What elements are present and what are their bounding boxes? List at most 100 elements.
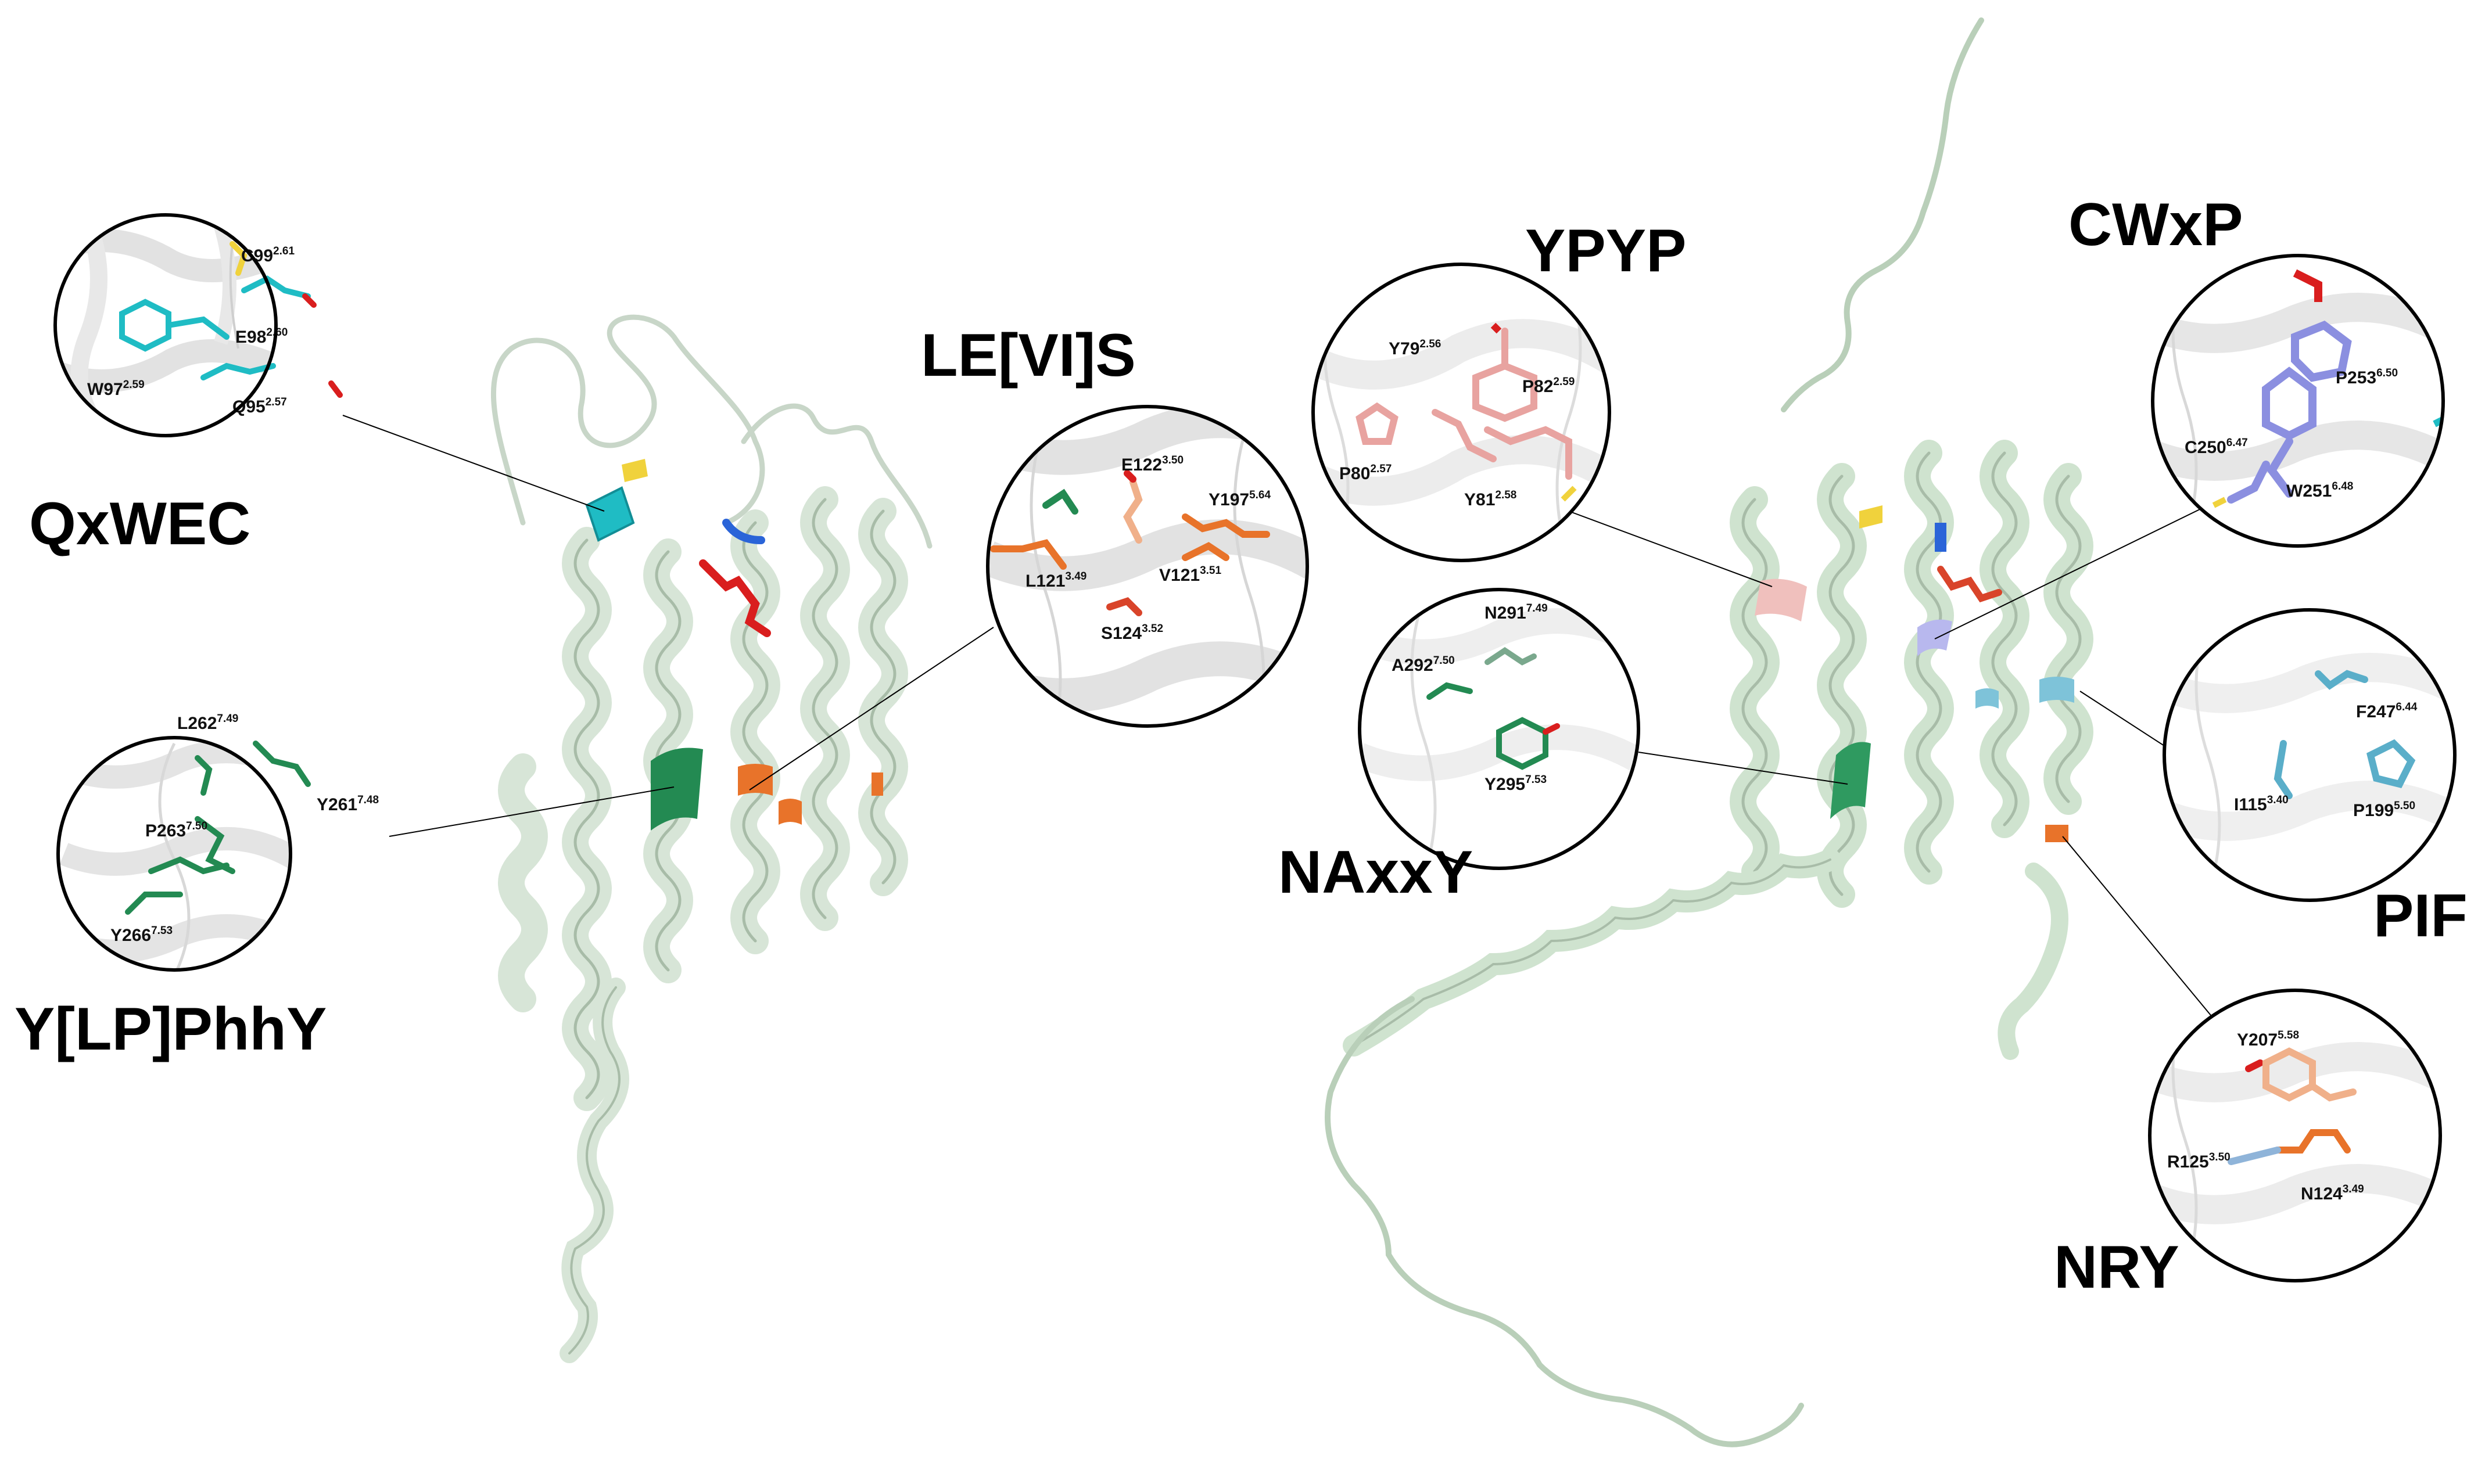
res-l262-name: L262 [177,714,217,733]
res-s124: S1243.52 [1101,623,1163,643]
res-p80: P802.57 [1339,463,1392,483]
left-helix-3 [730,509,780,954]
res-y81-gw: 2.58 [1495,489,1516,501]
res-f247-gw: 6.44 [2396,701,2417,713]
res-y266-gw: 7.53 [151,925,173,937]
res-y79-name: Y79 [1389,339,1419,358]
res-a292-gw: 7.50 [1433,655,1455,667]
res-c99-gw: 2.61 [273,245,295,257]
res-f247-name: F247 [2356,702,2396,721]
res-n124-name: N124 [2301,1184,2343,1203]
qxwec-sticks [119,241,343,398]
res-l121-gw: 3.49 [1065,570,1086,583]
right-red-ligand [1937,566,2002,603]
res-y266-name: Y266 [110,926,151,945]
motif-label-naxxy: NAxxY [1278,839,1473,906]
res-w97-gw: 2.59 [123,379,145,391]
circle-levis: E1223.50 Y1975.64 L1213.49 V1213.51 S124… [986,405,1309,728]
right-cwxp-segment [1917,619,1952,656]
res-l262-gw: 7.49 [217,713,238,725]
ylpphhy-sticks [125,741,311,915]
connector-ylpphhy [389,786,675,837]
res-f247: F2476.44 [2356,701,2418,721]
connector-cwxp [1934,508,2203,639]
left-red-ligand [699,559,771,637]
right-helix-5 [2043,463,2093,815]
res-i115-gw: 3.40 [2267,794,2289,806]
right-helix-2 [1817,463,1867,908]
connector-lines [342,415,2217,1023]
res-y207: Y2075.58 [2237,1029,2299,1050]
res-p80-gw: 2.57 [1370,463,1392,475]
res-p253-gw: 6.50 [2376,367,2398,379]
res-y207-gw: 5.58 [2278,1029,2299,1041]
levis-sticks [990,470,1270,616]
motif-label-cwxp: CWxP [2068,191,2243,258]
circle-qxwec: C992.61 E982.60 W972.59 Q952.57 [53,213,343,437]
left-ecl-loop-2 [741,403,933,549]
res-y79-gw: 2.56 [1419,338,1441,350]
left-helix-6 [498,753,548,1012]
res-p82: P822.59 [1522,376,1575,396]
res-a292-name: A292 [1392,656,1433,675]
right-pif-segment-2 [1975,688,1999,709]
connector-nry [2062,836,2217,1023]
nry-sticks [2228,1047,2357,1165]
res-n291-name: N291 [1484,603,1526,623]
res-p263: P2637.50 [145,820,207,840]
res-y197: Y1975.64 [1209,489,1271,509]
res-y79: Y792.56 [1389,338,1441,358]
res-y295-name: Y295 [1484,775,1525,794]
res-y266: Y2667.53 [110,925,173,945]
res-p253: P2536.50 [2336,367,2398,387]
right-pif-segment [2039,677,2074,703]
left-protein-structure [490,314,933,1363]
right-c-terminus [1325,996,1804,1447]
res-l121: L1213.49 [1025,570,1086,591]
res-p80-name: P80 [1339,464,1370,483]
res-w97-name: W97 [87,380,123,399]
right-blue-segment [1935,523,1946,552]
res-n124: N1243.49 [2301,1183,2364,1203]
left-cys-segment [622,459,648,482]
res-e122: E1223.50 [1121,454,1184,475]
res-e98-name: E98 [235,328,266,347]
res-p82-gw: 2.59 [1553,376,1575,388]
res-r125-name: R125 [2167,1152,2209,1172]
res-y261: Y2617.48 [317,794,379,814]
left-qxwec-segment [585,486,635,542]
res-y81: Y812.58 [1464,489,1516,509]
circle-cwxp: P2536.50 C2506.47 W2516.48 [2151,254,2445,548]
res-y295: Y2957.53 [1484,774,1547,794]
motif-label-pif: PIF [2373,882,2468,950]
res-p263-gw: 7.50 [186,820,207,832]
res-e98: E982.60 [235,326,288,347]
naxxy-sticks [1426,646,1560,770]
connector-ypyp [1568,511,1773,587]
left-ecl-loop [490,314,765,526]
circle-ypyp: Y792.56 P822.59 P802.57 Y812.58 [1311,263,1611,562]
circle-nry: Y2075.58 R1253.50 N1243.49 [2148,989,2442,1282]
res-e122-gw: 3.50 [1162,454,1184,466]
res-e122-name: E122 [1121,455,1162,475]
res-p82-name: P82 [1522,377,1553,396]
res-w251-gw: 6.48 [2332,480,2353,493]
res-n291: N2917.49 [1484,602,1548,623]
motif-label-ypyp: YPYP [1525,217,1687,285]
circle-ylpphhy: L2627.49 Y2617.48 P2637.50 Y2667.53 [56,713,379,972]
res-y295-gw: 7.53 [1525,774,1547,786]
res-y261-gw: 7.48 [357,794,379,806]
motif-label-levis: LE[VI]S [921,322,1136,389]
left-dry-segment [738,764,773,796]
res-y197-gw: 5.64 [1249,489,1271,501]
circle-naxxy: N2917.49 A2927.50 Y2957.53 [1358,588,1640,870]
res-w251: W2516.48 [2286,480,2353,501]
res-y197-name: Y197 [1209,490,1249,509]
connector-naxxy [1638,752,1848,785]
motif-label-ylpphhy: Y[LP]PhhY [15,996,327,1063]
res-p199-gw: 5.50 [2394,800,2415,812]
left-dry-segment-2 [779,799,802,825]
res-r125: R1253.50 [2167,1151,2231,1172]
